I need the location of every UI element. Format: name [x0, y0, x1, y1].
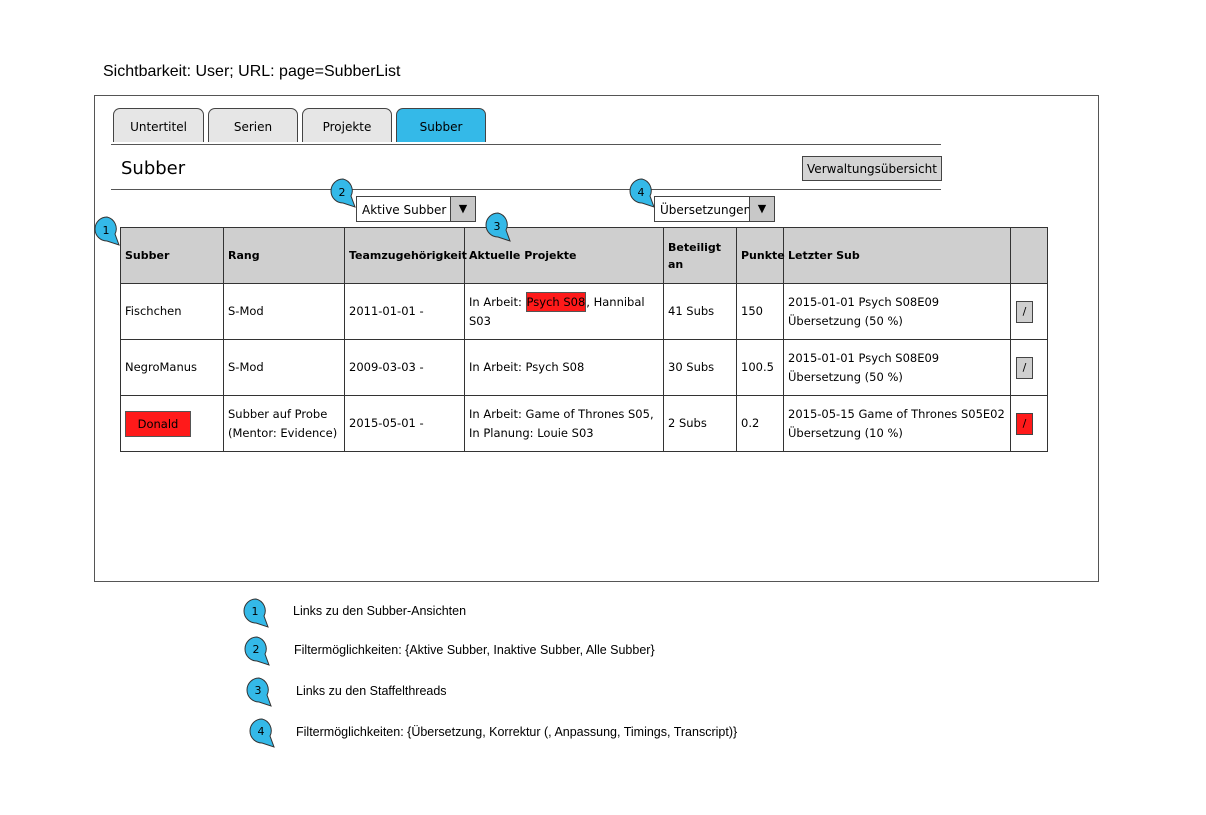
tab-divider: [111, 144, 941, 145]
last-sub-status: Übersetzung (10 %): [788, 425, 903, 440]
legend-text: Links zu den Subber-Ansichten: [293, 604, 467, 618]
column-header-points: Punkte: [736, 227, 785, 284]
edit-button[interactable]: /: [1016, 356, 1033, 379]
involved-cell: 30 Subs: [663, 339, 737, 396]
callout-marker-icon: 2: [330, 178, 356, 208]
last-sub-title: 2015-01-01 Psych S08E09: [788, 350, 940, 365]
last-sub-cell: 2015-01-01 Psych S08E09 Übersetzung (50 …: [783, 283, 1011, 340]
legend-marker-icon: 1: [243, 598, 269, 628]
legend-number: 4: [258, 725, 265, 738]
legend-marker-icon: 3: [246, 677, 272, 707]
last-sub-title: 2015-01-01 Psych S08E09: [788, 294, 940, 309]
callout-number: 2: [339, 186, 346, 199]
subber-table: Subber Rang Teamzugehörigkeit Aktuelle P…: [120, 227, 1048, 452]
last-sub-cell: 2015-01-01 Psych S08E09 Übersetzung (50 …: [783, 339, 1011, 396]
table-row: NegroManus S-Mod 2009-03-03 - In Arbeit:…: [120, 339, 1048, 396]
project-link[interactable]: In Planung: Louie S03: [469, 425, 594, 440]
points-cell: 100.5: [736, 339, 784, 396]
rank-cell: Subber auf Probe (Mentor: Evidence): [223, 395, 345, 452]
edit-button[interactable]: /: [1016, 412, 1033, 435]
tab-subber[interactable]: Subber: [396, 108, 486, 142]
subber-name-link[interactable]: NegroManus: [120, 339, 224, 396]
task-type-select[interactable]: Übersetzungen ▼: [654, 196, 775, 222]
subber-name-cell: Donald: [120, 395, 224, 452]
column-header-last-sub: Letzter Sub: [783, 227, 1011, 284]
task-type-value: Übersetzungen: [660, 203, 752, 217]
column-header-team: Teamzugehörigkeit: [344, 227, 467, 284]
subber-name-link-highlighted[interactable]: Donald: [125, 410, 191, 437]
last-sub-status: Übersetzung (50 %): [788, 313, 903, 328]
legend-text: Links zu den Staffelthreads: [296, 684, 447, 698]
edit-button[interactable]: /: [1016, 300, 1033, 323]
projects-cell: In Arbeit: Psych S08, Hannibal S03: [464, 283, 664, 340]
projects-cell[interactable]: In Arbeit: Psych S08: [464, 339, 664, 396]
callout-marker-icon: 1: [94, 216, 120, 246]
callout-marker-icon: 3: [485, 212, 511, 242]
last-sub-status: Übersetzung (50 %): [788, 369, 903, 384]
table-header-row: Subber Rang Teamzugehörigkeit Aktuelle P…: [120, 227, 1048, 284]
team-cell: 2015-05-01 -: [344, 395, 465, 452]
legend-marker-icon: 4: [249, 718, 275, 748]
tab-serien[interactable]: Serien: [208, 108, 298, 142]
involved-cell: 2 Subs: [663, 395, 737, 452]
rank-title: Subber auf Probe: [228, 406, 328, 421]
actions-cell: /: [1010, 395, 1048, 452]
page-title: Subber: [121, 158, 186, 179]
legend-text: Filtermöglichkeiten: {Übersetzung, Korre…: [296, 725, 738, 739]
team-cell: 2009-03-03 -: [344, 339, 465, 396]
tab-untertitel[interactable]: Untertitel: [113, 108, 204, 142]
chevron-down-icon[interactable]: ▼: [450, 197, 475, 221]
legend-number: 1: [252, 605, 259, 618]
page-heading: Sichtbarkeit: User; URL: page=SubberList: [103, 63, 401, 80]
callout-marker-icon: 4: [629, 178, 655, 208]
callout-number: 1: [103, 224, 110, 237]
team-cell: 2011-01-01 -: [344, 283, 465, 340]
legend-number: 2: [253, 643, 260, 656]
actions-cell: /: [1010, 283, 1048, 340]
column-header-rank: Rang: [223, 227, 345, 284]
projects-prefix: In Arbeit:: [469, 294, 526, 309]
legend-text: Filtermöglichkeiten: {Aktive Subber, Ina…: [294, 643, 655, 657]
project-link[interactable]: , Hannibal S03: [469, 294, 645, 328]
involved-cell: 41 Subs: [663, 283, 737, 340]
points-cell: 0.2: [736, 395, 784, 452]
projects-cell: In Arbeit: Game of Thrones S05, In Planu…: [464, 395, 664, 452]
callout-number: 4: [638, 186, 645, 199]
subber-status-select[interactable]: Aktive Subber ▼: [356, 196, 476, 222]
legend-number: 3: [255, 684, 262, 697]
legend-marker-icon: 2: [244, 636, 270, 666]
last-sub-title: 2015-05-15 Game of Thrones S05E02: [788, 406, 1005, 421]
actions-cell: /: [1010, 339, 1048, 396]
table-row: Fischchen S-Mod 2011-01-01 - In Arbeit: …: [120, 283, 1048, 340]
project-link[interactable]: In Arbeit: Game of Thrones S05,: [469, 406, 654, 421]
subber-name-link[interactable]: Fischchen: [120, 283, 224, 340]
column-header-subber: Subber: [120, 227, 224, 284]
management-overview-button[interactable]: Verwaltungsübersicht: [802, 156, 942, 181]
subber-status-value: Aktive Subber: [362, 203, 447, 217]
rank-cell: S-Mod: [223, 339, 345, 396]
project-link-highlighted[interactable]: Psych S08: [525, 291, 587, 312]
column-header-involved: Beteiligt an: [663, 227, 737, 284]
column-header-actions: [1010, 227, 1048, 284]
rank-mentor: (Mentor: Evidence): [228, 425, 338, 440]
tab-projekte[interactable]: Projekte: [302, 108, 392, 142]
rank-cell: S-Mod: [223, 283, 345, 340]
table-row: Donald Subber auf Probe (Mentor: Evidenc…: [120, 395, 1048, 452]
callout-number: 3: [494, 220, 501, 233]
title-divider: [111, 189, 941, 190]
chevron-down-icon[interactable]: ▼: [749, 197, 774, 221]
last-sub-cell: 2015-05-15 Game of Thrones S05E02 Überse…: [783, 395, 1011, 452]
points-cell: 150: [736, 283, 784, 340]
